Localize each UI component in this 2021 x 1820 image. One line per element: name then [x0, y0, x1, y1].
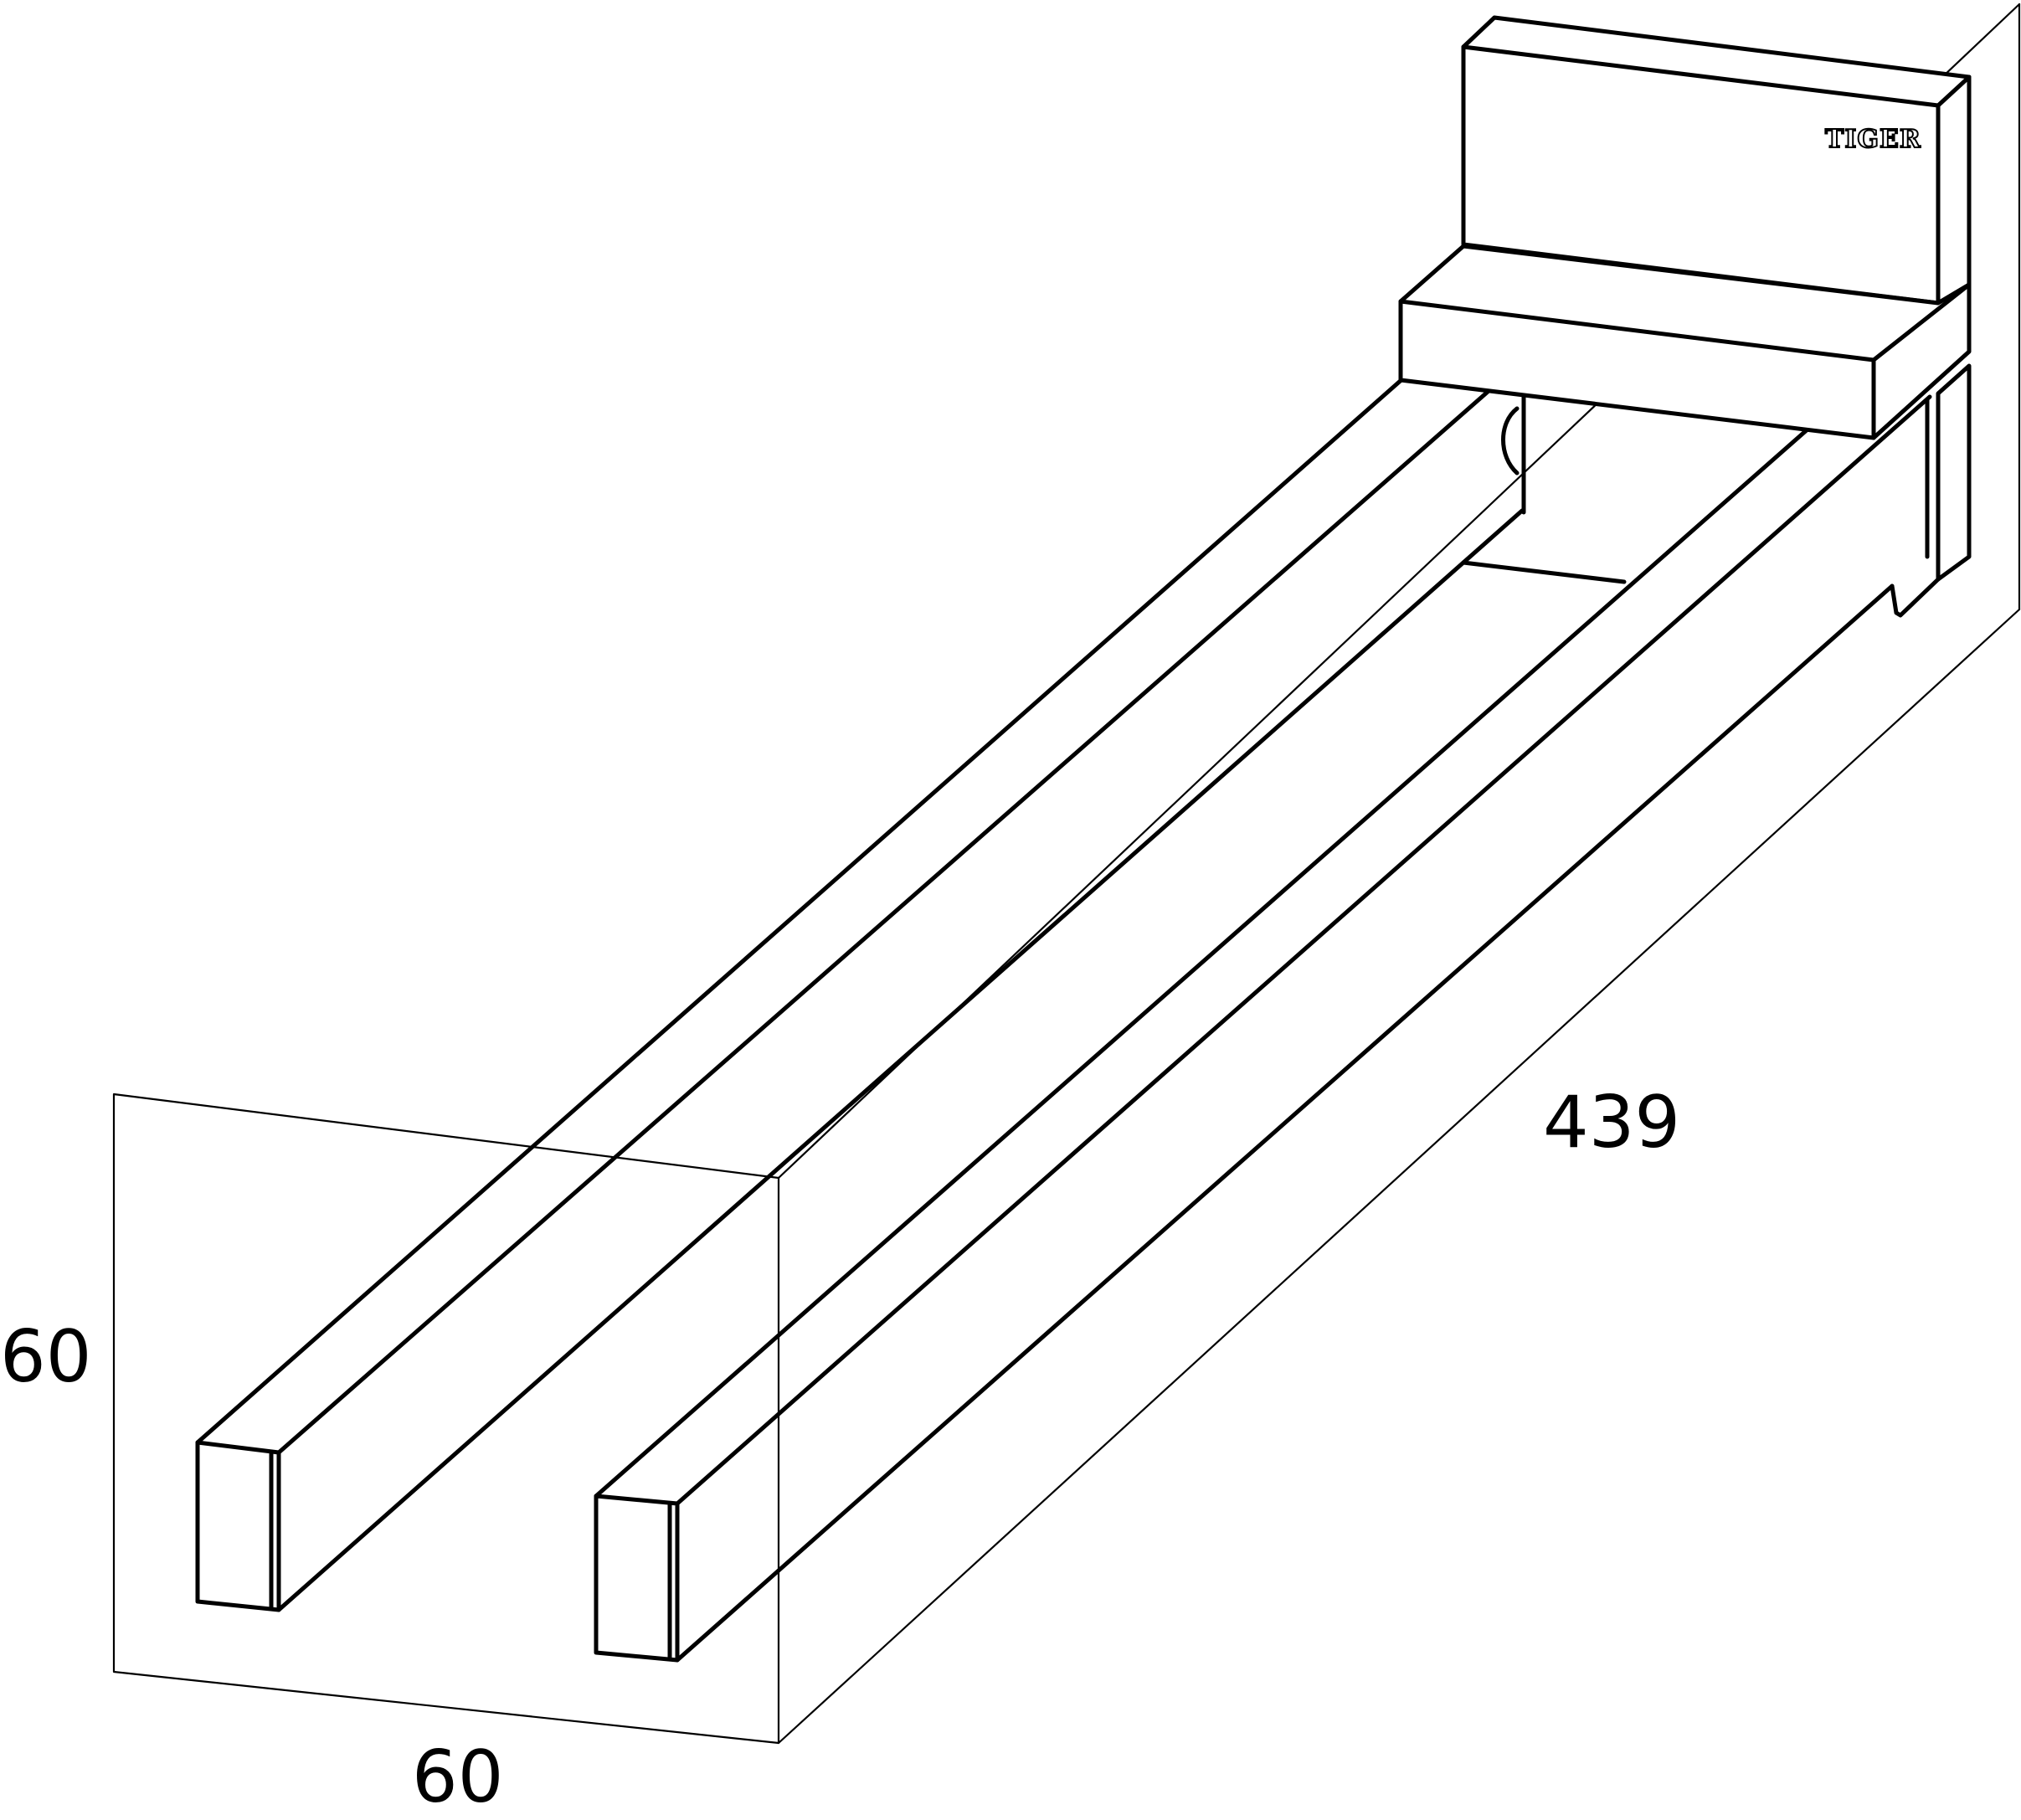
right-arm-end-cap [594, 1494, 680, 1663]
mount-lower-side [1936, 363, 1972, 582]
right-arm-top-left-edge [594, 426, 1811, 1499]
right-arm-bottom-edge [675, 584, 1895, 1663]
left-arm-end-cap [195, 1440, 281, 1612]
mount-backplate-front-top [1461, 44, 1941, 108]
wall-mount [1398, 15, 1972, 618]
left-arm-top-right-edge [276, 389, 1490, 1455]
right-arm [594, 394, 1932, 1663]
dimension-width-label: 60 [412, 1735, 503, 1819]
mount-crossbar [1461, 560, 1627, 584]
left-arm-top-left-edge [195, 376, 1406, 1445]
brand-logo: TIGER [1825, 125, 1921, 154]
left-arm-bottom-edge [276, 508, 1525, 1612]
right-arm-top-right-edge [675, 394, 1932, 1506]
dimension-height-label: 60 [0, 1315, 91, 1399]
mount-shelf [1398, 244, 1972, 440]
mount-pivot-arc [1501, 406, 1520, 476]
dimension-length-label: 439 [1543, 1081, 1680, 1164]
left-arm [195, 376, 1525, 1612]
mount-shelf-front-top [1398, 299, 1876, 362]
mount-shelf-corner [1871, 282, 1972, 362]
mount-backplate-corner [1936, 75, 1972, 108]
bbox-bottom-depth-edge [777, 608, 2021, 1745]
mount-foot [1890, 577, 1941, 618]
